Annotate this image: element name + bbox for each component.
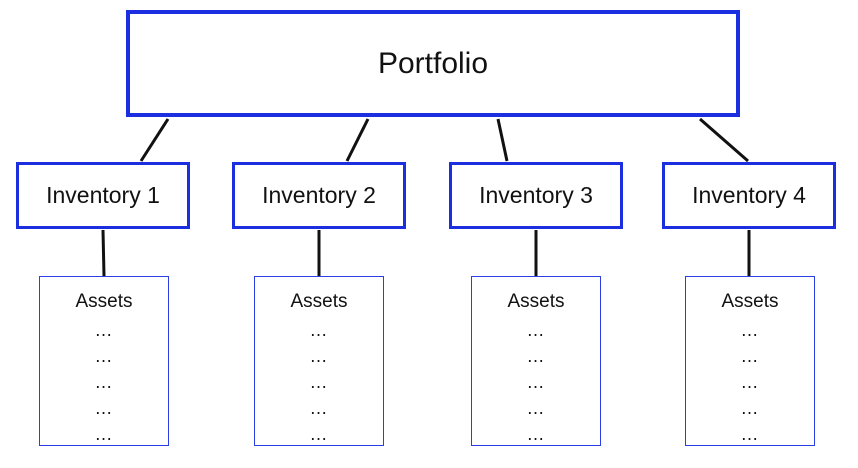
assets-heading: Assets [721, 291, 779, 312]
assets-heading: Assets [75, 291, 133, 312]
connector-inventory-1-assets [101, 229, 106, 277]
asset-item: … [94, 424, 114, 444]
connector-portfolio-inventory-3 [496, 118, 509, 162]
inventory-3-label: Inventory 3 [479, 182, 593, 208]
inventory-1-label: Inventory 1 [46, 182, 160, 208]
asset-item: … [740, 398, 760, 418]
assets-box-4: Assets … … … … … [685, 276, 815, 446]
asset-item: … [526, 320, 546, 340]
asset-item: … [740, 320, 760, 340]
asset-item: … [94, 320, 114, 340]
asset-item: … [309, 372, 329, 392]
assets-heading: Assets [507, 291, 565, 312]
portfolio-label: Portfolio [377, 46, 489, 80]
inventory-4-node: Inventory 4 [662, 162, 836, 229]
asset-item: … [309, 424, 329, 444]
inventory-2-label: Inventory 2 [262, 182, 376, 208]
inventory-1-node: Inventory 1 [16, 162, 190, 229]
asset-item: … [526, 372, 546, 392]
asset-item: … [740, 424, 760, 444]
assets-heading: Assets [290, 291, 348, 312]
assets-box-3: Assets … … … … … [471, 276, 601, 446]
asset-item: … [309, 320, 329, 340]
assets-box-2: Assets … … … … … [254, 276, 384, 446]
asset-item: … [740, 372, 760, 392]
asset-item: … [94, 372, 114, 392]
inventory-4-label: Inventory 4 [692, 182, 806, 208]
connector-portfolio-inventory-4 [699, 117, 749, 163]
connector-portfolio-inventory-2 [345, 118, 370, 162]
asset-item: … [526, 398, 546, 418]
inventory-2-node: Inventory 2 [232, 162, 406, 229]
asset-item: … [94, 346, 114, 366]
asset-item: … [94, 398, 114, 418]
asset-item: … [526, 346, 546, 366]
asset-item: … [309, 346, 329, 366]
asset-item: … [309, 398, 329, 418]
connector-portfolio-inventory-1 [139, 118, 170, 162]
inventory-3-node: Inventory 3 [449, 162, 623, 229]
portfolio-node: Portfolio [126, 10, 740, 117]
assets-box-1: Assets … … … … … [39, 276, 169, 446]
asset-item: … [526, 424, 546, 444]
asset-item: … [740, 346, 760, 366]
